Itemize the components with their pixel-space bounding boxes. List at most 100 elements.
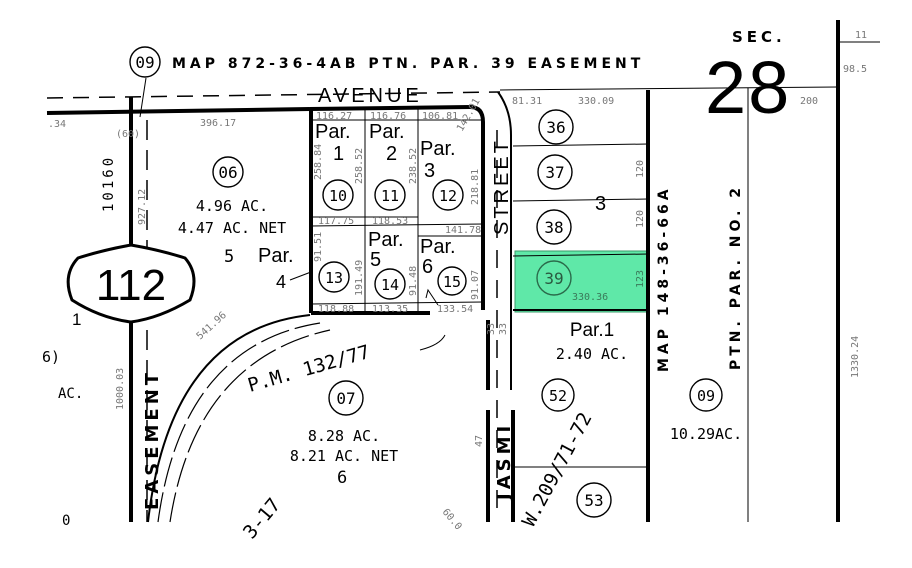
dimension: 116.27: [316, 111, 352, 122]
par-label: Par.: [258, 245, 294, 267]
parcel-38[interactable]: 38: [536, 209, 572, 245]
ptn-par-label: PTN. PAR. NO. 2: [728, 184, 744, 370]
dimension: (60): [116, 129, 140, 140]
dimension: .34: [48, 119, 66, 130]
map-note: MAP 872-36-4AB PTN. PAR. 39 EASEMENT: [172, 56, 644, 72]
dimension: 258.52: [354, 148, 365, 184]
street-east-edge: [497, 91, 512, 390]
avenue-edge: [46, 107, 311, 115]
parcel-number: 52: [549, 387, 567, 405]
map-note-circle-number: 09: [135, 53, 154, 72]
par-label: Par.: [368, 229, 404, 251]
route-shield: [66, 243, 196, 324]
parcel-10[interactable]: Par. 1 10: [315, 121, 354, 211]
par-number: 1: [333, 143, 344, 165]
leader-pm: [419, 334, 446, 351]
curve-line: [147, 314, 311, 523]
parcel-13[interactable]: Par. 4 13: [258, 245, 350, 293]
parcel-52[interactable]: 52: [541, 378, 575, 412]
dimension: 330.36: [572, 292, 608, 303]
dimension: 91.48: [408, 266, 419, 296]
par-number: 5: [370, 249, 381, 271]
par-number: 6: [422, 256, 433, 278]
dimension: 123: [635, 270, 646, 288]
parcel-number: 39: [544, 269, 563, 288]
dimension: 1000.03: [115, 368, 126, 410]
curve-line-3: [169, 329, 331, 523]
parcel-map-reference-partial: 3-17: [239, 494, 285, 543]
map-reference-148: MAP 148-36-66A: [656, 185, 672, 372]
avenue-edge-2: [309, 105, 471, 111]
parcel-number: 38: [544, 218, 563, 237]
lot-line: [310, 223, 484, 227]
street-label: STREET: [491, 138, 513, 235]
section-label: SEC.: [732, 28, 786, 46]
parcel-net-area: 4.47 AC. NET: [178, 219, 286, 237]
leader: [289, 271, 312, 281]
par-label: Par.: [315, 121, 351, 143]
parcel-36[interactable]: 36: [538, 109, 574, 145]
avenue-centerline: [46, 91, 501, 99]
easement-label: EASEMENT: [142, 369, 163, 510]
parcel-07[interactable]: 07 8.28 AC. 8.21 AC. NET 6: [290, 380, 398, 488]
dimension: 133.54: [437, 304, 473, 315]
dimension: 91.51: [313, 232, 324, 262]
dimension: 396.17: [200, 118, 236, 129]
parcel-partial-bottom: 0: [62, 513, 70, 529]
section-number: 28: [705, 46, 791, 129]
parcel-net-area: 8.21 AC. NET: [290, 447, 398, 465]
dimension: 927.12: [137, 189, 148, 225]
par-label: Par.: [369, 121, 405, 143]
par-label: Par.1: [570, 320, 614, 341]
dimension: 116.76: [370, 111, 406, 122]
parcel-area: 4.96 AC.: [196, 197, 268, 215]
leader-09: [139, 77, 147, 118]
parcel-number: 12: [439, 187, 457, 205]
parcel-12[interactable]: Par. 3 12: [420, 138, 464, 211]
dimension: 218.81: [470, 169, 481, 205]
parcel-par-1[interactable]: Par.1 2.40 AC.: [556, 320, 628, 363]
lot-line: [512, 198, 649, 202]
dimension: 120: [635, 160, 646, 178]
route-shield-number: 112: [96, 261, 166, 310]
dimension: 47: [474, 435, 485, 447]
dimension: 200: [800, 96, 818, 107]
lot-line: [512, 253, 649, 257]
dimension: 33: [486, 323, 497, 335]
par-number: 4: [276, 272, 286, 292]
lot-line: [512, 143, 649, 147]
parcel-number: 15: [443, 273, 461, 291]
parcel-06[interactable]: 06 4.96 AC. 4.47 AC. NET: [178, 156, 286, 237]
parcel-area: 2.40 AC.: [556, 345, 628, 363]
dimension: 11: [855, 30, 867, 41]
dimension: 120: [635, 210, 646, 228]
dimension: 142.01: [455, 97, 483, 134]
dimension: 141.78: [445, 225, 481, 236]
parcel-09[interactable]: 09 10.29AC.: [670, 378, 742, 443]
map-note-circle: [129, 46, 161, 78]
dimension: 106.81: [422, 111, 458, 122]
lot-number: 1: [72, 310, 81, 329]
parcel-number: 10: [329, 187, 347, 205]
dimension: 33: [498, 323, 509, 335]
acreage-partial: AC.: [58, 386, 83, 402]
parcel-14[interactable]: Par. 5 14: [368, 229, 406, 300]
dimension: 258.84: [313, 144, 324, 180]
parcel-11[interactable]: Par. 2 11: [369, 121, 406, 211]
parcel-37[interactable]: 37: [537, 154, 573, 190]
dimension: 118.88: [318, 304, 354, 315]
parcel-39[interactable]: 39: [536, 260, 572, 296]
lot-line: [310, 301, 484, 305]
dimension: 98.5: [843, 64, 867, 75]
jasmine-label: JASMI: [494, 422, 515, 502]
parcel-area: 10.29AC.: [670, 425, 742, 443]
parcel-number: 06: [218, 163, 237, 182]
parcel-15[interactable]: Par. 6 15: [420, 236, 467, 296]
lot-number: 5: [224, 247, 234, 267]
dimension: 60.0: [440, 507, 464, 533]
avenue-label: AVENUE: [318, 85, 423, 107]
parcel-number: 37: [545, 163, 564, 182]
leader-par6: [425, 288, 439, 306]
parcel-53[interactable]: 53: [576, 482, 612, 518]
